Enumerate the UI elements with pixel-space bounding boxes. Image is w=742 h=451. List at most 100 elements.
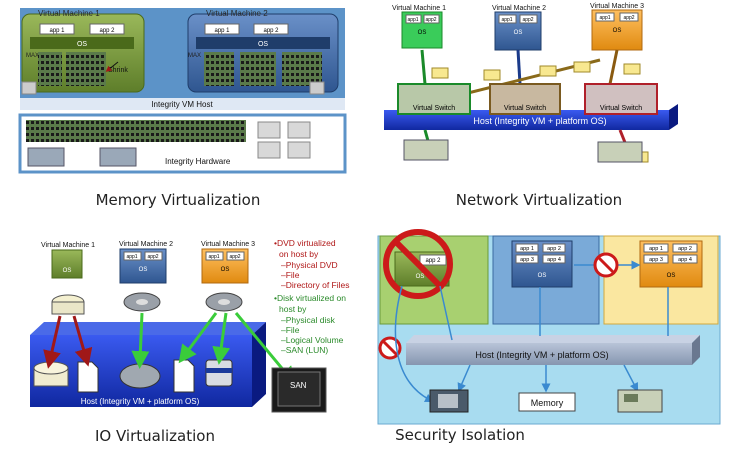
io-arrow-disk-file <box>178 312 218 364</box>
security-vm3-app3: app 3 <box>649 257 663 263</box>
security-vm3-os: OS <box>667 273 676 279</box>
io-vm2-label: Virtual Machine 2 <box>119 241 173 248</box>
io-disk-line-0: •Disk virtualized on <box>274 293 346 303</box>
io-disk-line-2: –Physical disk <box>281 315 336 325</box>
memory-vm2-dimm-c <box>282 52 322 86</box>
security-host-side <box>692 335 700 365</box>
memory-vm1-os <box>30 37 134 49</box>
memory-vm2-app1-label: app 1 <box>214 28 230 34</box>
io-vm1: Virtual Machine 1 OS <box>41 242 95 279</box>
security-host-top <box>406 335 700 343</box>
network-caption: Network Virtualization <box>456 191 622 209</box>
io-san-inner <box>277 371 321 407</box>
memory-host-label: Integrity VM Host <box>151 100 213 109</box>
memory-caption: Memory Virtualization <box>96 191 261 209</box>
io-vm2-disk-hub <box>136 299 148 305</box>
memory-vm2-app2 <box>253 23 289 35</box>
network-vm3-os: OS <box>613 28 622 34</box>
io-dvd-line-0: •DVD virtualized <box>274 238 336 248</box>
network-nic-2 <box>597 141 643 163</box>
io-disk-line-5: –SAN (LUN) <box>281 345 328 355</box>
memory-vm1-dimm-b <box>66 52 106 86</box>
io-panel: Virtual Machine 1 OS Virtual Machine 2 a… <box>30 238 350 445</box>
memory-vm1-app1 <box>39 23 75 35</box>
security-vm3: app 1 app 2 app 3 app 4 OS <box>639 240 703 288</box>
security-nic-chip <box>624 394 638 402</box>
io-host-label: Host (Integrity VM + platform OS) <box>81 397 200 406</box>
network-link-vm1 <box>420 49 427 85</box>
network-host-label: Host (Integrity VM + platform OS) <box>473 116 606 126</box>
io-arrow-disk-san <box>234 312 296 385</box>
io-vm3-app1: app1 <box>208 254 219 260</box>
memory-vm2-app1 <box>204 23 240 35</box>
memory-host-bar <box>20 98 345 110</box>
security-host-to-cpu <box>457 364 471 393</box>
network-switch-2: Virtual Switch <box>489 83 561 115</box>
network-vm1: Virtual Machine 1 app1 app2 OS <box>392 5 446 49</box>
network-switch-3-label: Virtual Switch <box>600 105 642 112</box>
security-host-label: Host (Integrity VM + platform OS) <box>475 350 608 360</box>
io-dvd-line-3: –File <box>281 270 300 280</box>
memory-vm1-os-label: OS <box>77 41 87 48</box>
io-vm1-dvd-drive <box>51 301 85 315</box>
security-panel: app 2 OS app 1 app 2 app 3 app 4 OS app … <box>377 229 721 444</box>
security-no-symbol-small <box>593 252 619 278</box>
security-vm2-app3: app 3 <box>520 257 534 263</box>
memory-hardware-disk-4 <box>287 141 311 159</box>
memory-panel: Virtual Machine 1 app 1 app 2 OS MAX Shr… <box>18 8 347 209</box>
memory-vm1-dimm-a <box>38 52 62 86</box>
io-vm3-label: Virtual Machine 3 <box>201 241 255 248</box>
network-link-vm2 <box>516 49 522 85</box>
security-memory-box <box>518 392 576 412</box>
memory-vm2-chip-icon <box>309 81 325 95</box>
network-nic-1 <box>403 139 449 161</box>
memory-shrink-arrow <box>105 61 119 72</box>
network-vm2-os: OS <box>514 30 523 36</box>
io-disk-line-3: –File <box>281 325 300 335</box>
io-san-label: SAN <box>290 381 307 390</box>
security-vm2: app 1 app 2 app 3 app 4 OS <box>511 240 573 288</box>
security-vm2-app1: app 1 <box>520 246 534 252</box>
network-switch-1: Virtual Switch <box>397 83 471 115</box>
memory-vm1-app1-label: app 1 <box>49 28 65 34</box>
security-vm3-app1: app 1 <box>649 246 663 252</box>
memory-vm1-chip-icon <box>21 81 37 95</box>
network-vm3: Virtual Machine 3 app1 app2 OS <box>590 3 644 51</box>
io-disk-line-4: –Logical Volume <box>281 335 344 345</box>
io-vm3-os: OS <box>221 267 230 273</box>
io-host-top <box>30 322 266 335</box>
network-switch-2-label: Virtual Switch <box>504 105 546 112</box>
network-vm2: Virtual Machine 2 app1 app2 OS <box>492 5 546 51</box>
network-vm1-os: OS <box>418 30 427 36</box>
io-vm3-app2: app2 <box>229 254 240 260</box>
memory-vm1-app2-label: app 2 <box>99 28 115 34</box>
memory-vm2-os-label: OS <box>258 41 268 48</box>
io-file-icon-2 <box>173 359 195 393</box>
io-arrow-dvd-file <box>72 315 93 367</box>
network-vm3-app1: app1 <box>599 15 610 21</box>
io-vm3: Virtual Machine 3 app1 app2 OS <box>201 241 255 284</box>
io-dvd-line-2: –Physical DVD <box>281 260 338 270</box>
io-file-icon-1 <box>77 361 99 393</box>
memory-hardware-disk-2 <box>287 121 311 139</box>
io-vm1-os: OS <box>63 268 72 274</box>
network-switch-1-label: Virtual Switch <box>413 105 455 112</box>
network-vm3-app2: app2 <box>623 15 634 21</box>
security-no-symbol-large <box>383 229 453 299</box>
io-arrow-disk-lv <box>212 312 231 365</box>
security-vm1-app2: app 2 <box>425 258 441 264</box>
io-dvd-line-1: on host by <box>279 249 319 259</box>
network-host-bar-side <box>669 104 678 130</box>
memory-vm2-dimm-b <box>240 52 276 86</box>
io-disk-notes: •Disk virtualized on host by –Physical d… <box>274 293 346 355</box>
network-switch-3: Virtual Switch <box>584 83 658 115</box>
security-host-bar <box>406 343 692 365</box>
memory-vm2: Virtual Machine 2 app 1 app 2 OS MAX <box>187 9 339 95</box>
io-vm2-os: OS <box>139 267 148 273</box>
network-vm2-app1: app1 <box>501 17 512 23</box>
memory-vm2-dimm-a <box>204 52 234 86</box>
security-memory-label: Memory <box>531 398 564 408</box>
memory-vm2-label: Virtual Machine 2 <box>206 9 268 18</box>
io-arrow-disk-physical <box>131 312 150 369</box>
